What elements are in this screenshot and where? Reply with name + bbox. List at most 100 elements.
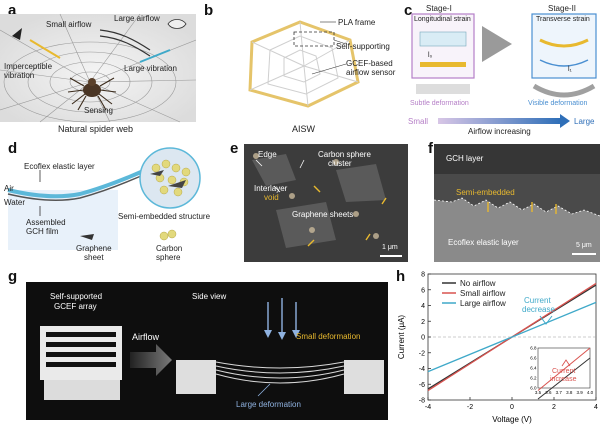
graphene-sheet-label-1: Graphene	[76, 244, 112, 253]
sensing-label: Sensing	[84, 106, 113, 115]
subtle-deformation-label: Subtle deformation	[410, 100, 469, 107]
gcef-array-label-2: GCEF array	[54, 302, 97, 311]
gcef-array-label-1: Self-supported	[50, 292, 103, 301]
y-tick-label: 2	[421, 319, 425, 326]
panel-label-c: c	[404, 2, 413, 19]
inset-x-tick-label: 3.8	[566, 390, 573, 395]
current-decrease-label-2: decrease	[522, 305, 555, 314]
gcef-array-photos	[26, 282, 388, 420]
airflow-increasing-label: Airflow increasing	[468, 127, 531, 136]
y-tick-label: -8	[419, 398, 425, 405]
panel-a: a	[0, 0, 196, 138]
inset-y-tick-label: 6.2	[530, 376, 537, 381]
current-increase-label-2: increase	[550, 376, 577, 383]
edge-label: Edge	[258, 150, 277, 159]
l1-label: l₁	[568, 66, 572, 73]
y-tick-label: 4	[421, 303, 425, 310]
panel-label-a: a	[8, 2, 17, 19]
large-deformation-label: Large deformation	[236, 400, 301, 409]
inset-series-line	[537, 347, 591, 391]
panel-a-caption: Natural spider web	[58, 124, 134, 134]
stage1-title: Stage-I	[426, 4, 452, 13]
inset-x-tick-label: 3.6	[545, 390, 552, 395]
gcef-sensor-label-1: GCEF-based	[346, 59, 393, 68]
series-line-large-airflow	[427, 301, 597, 373]
inset-series-line	[537, 357, 591, 400]
gch-film-schematic	[7, 147, 201, 250]
stage2-subtitle: Transverse strain	[536, 16, 590, 23]
inset-x-tick-label: 3.7	[556, 390, 563, 395]
inset-x-tick-label: 3.5	[535, 390, 542, 395]
ecoflex-f-label: Ecoflex elastic layer	[448, 238, 519, 247]
vibration-label: vibration	[4, 71, 35, 80]
water-label: Water	[4, 198, 26, 207]
gcef-sensor-label-2: airflow sensor	[346, 68, 396, 77]
small-deformation-label: Small deformation	[296, 332, 361, 341]
carbon-sphere-label-2: sphere	[156, 253, 181, 262]
panel-label-b: b	[204, 2, 214, 19]
x-tick-label: 0	[510, 404, 514, 411]
assembled-label-1: Assembled	[26, 218, 66, 227]
panel-b-caption: AISW	[292, 124, 316, 134]
assembled-label-2: GCH film	[26, 227, 59, 236]
spider-web-illustration	[0, 13, 196, 123]
scale-bar-e: 1 μm	[382, 244, 398, 251]
inset-y-tick-label: 6.0	[530, 386, 537, 391]
scale-bar-f: 5 μm	[576, 242, 592, 249]
y-axis-label: Current (μA)	[397, 315, 406, 360]
inset-y-tick-label: 6.6	[530, 356, 537, 361]
sem-image-graphene	[244, 144, 408, 262]
panel-label-d: d	[8, 140, 18, 157]
decrease-arrow	[539, 315, 553, 325]
panel-label-e: e	[230, 140, 239, 157]
ecoflex-layer-label: Ecoflex elastic layer	[24, 162, 95, 171]
x-tick-label: 2	[552, 404, 556, 411]
strain-stage-diagram	[411, 13, 597, 128]
imperceptible-label: Imperceptible	[4, 62, 53, 71]
l0-label: l₀	[428, 52, 433, 59]
y-tick-label: -2	[419, 350, 425, 357]
y-tick-label: -4	[419, 366, 425, 373]
y-tick-label: 6	[421, 287, 425, 294]
stage2-title: Stage-II	[548, 4, 577, 13]
carbon-sphere-label-1: Carbon	[156, 244, 183, 253]
large-airflow-label: Large airflow	[114, 14, 160, 23]
panel-label-f: f	[428, 140, 433, 157]
semi-embedded-label: Semi-embedded structure	[118, 212, 211, 221]
carbon-cluster-label-2: cluster	[328, 159, 352, 168]
pla-frame-label: PLA frame	[338, 18, 376, 27]
legend-large-airflow: Large airflow	[460, 299, 506, 308]
side-view-label: Side view	[192, 292, 227, 301]
visible-deformation-label: Visible deformation	[528, 100, 588, 107]
inset-y-tick-label: 6.8	[530, 346, 537, 351]
small-axis-label: Small	[408, 117, 429, 126]
semi-embedded-f-label: Semi-embedded	[456, 188, 515, 197]
panel-f: f GCH layer Semi-embedded Ecoflex elasti…	[412, 140, 604, 264]
panel-b: b PLA frame Self-supporting GCEF-based a…	[200, 0, 402, 138]
sem-image-cross-section	[433, 144, 601, 262]
airflow-arrow-label: Airflow	[132, 332, 160, 342]
y-tick-label: 8	[421, 272, 425, 279]
aisw-illustration	[248, 20, 360, 108]
x-axis-label: Voltage (V)	[492, 415, 532, 424]
y-tick-label: -6	[419, 382, 425, 389]
inset-x-tick-label: 3.9	[576, 390, 583, 395]
increase-arrow	[561, 359, 571, 367]
legend-small-airflow: Small airflow	[460, 289, 506, 298]
y-tick-label: 0	[421, 335, 425, 342]
panel-e: e Edge Carbon sphere cluster Interlayer …	[216, 140, 412, 264]
panel-d: d Ecoflex elastic layer Air Water Assemb…	[0, 138, 212, 264]
panel-g: g	[0, 268, 394, 424]
stage1-subtitle: Longitudinal strain	[414, 16, 471, 23]
air-label: Air	[4, 184, 14, 193]
carbon-cluster-label-1: Carbon sphere	[318, 150, 371, 159]
interlayer-label: Interlayer	[254, 184, 288, 193]
inset-x-tick-label: 4.0	[587, 390, 594, 395]
gch-layer-label: GCH layer	[446, 154, 484, 163]
panel-label-g: g	[8, 268, 18, 285]
legend-no-airflow: No airflow	[460, 279, 496, 288]
large-vibration-label: Large vibration	[124, 64, 177, 73]
large-axis-label: Large	[574, 117, 595, 126]
